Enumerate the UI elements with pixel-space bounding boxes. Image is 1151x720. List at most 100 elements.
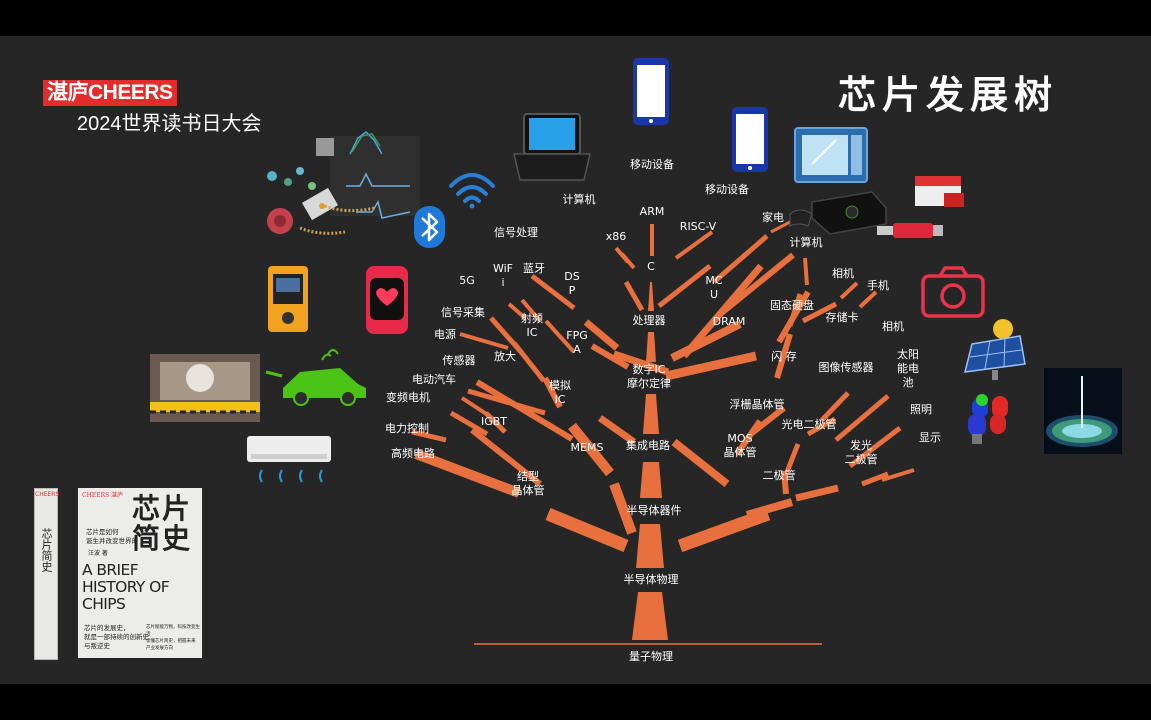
- tree-branch: [781, 470, 789, 495]
- brand: 湛庐CHEERS 2024世界读书日大会: [43, 80, 262, 136]
- brand-logo: 湛庐CHEERS: [43, 80, 177, 106]
- tree-node: 照明: [910, 403, 932, 416]
- tree-branch: [530, 274, 576, 310]
- tree-node: 发光 二极管: [844, 439, 878, 466]
- tree-node: DS P: [564, 270, 580, 297]
- tree-node: 家电: [762, 211, 784, 224]
- tree-node: 电动汽车: [412, 373, 456, 386]
- tree-branch: [484, 411, 507, 434]
- tree-node: 光电二极管: [781, 418, 837, 431]
- tree-node: 数字IC 摩尔定律: [627, 363, 671, 390]
- tree-node: DRAM: [712, 315, 746, 328]
- page-title: 芯片发展树: [838, 73, 1059, 117]
- tree-node: WiF i: [492, 262, 514, 289]
- tree-branch: [674, 230, 714, 260]
- tree-branch: [640, 462, 662, 498]
- camera-icon: [921, 266, 985, 318]
- tree-node: IGBT: [480, 415, 508, 428]
- tree-branch: [677, 507, 771, 553]
- tree-branch: [542, 376, 563, 409]
- smartphone-small-icon: [732, 107, 768, 172]
- tree-branch: [597, 415, 637, 445]
- tree-node: 浮栅晶体管: [729, 398, 785, 411]
- tree-branch: [671, 438, 730, 488]
- tree-branch: [520, 298, 542, 323]
- tree-node: FPG A: [566, 329, 588, 356]
- tree-node: 电源: [434, 328, 456, 341]
- tree-node: 移动设备: [705, 183, 749, 196]
- tree-branch: [712, 234, 769, 284]
- tree-node: 固态硬盘: [770, 299, 814, 312]
- tree-branch: [545, 507, 629, 553]
- book-cover: CHEERS 湛庐 芯片简史 芯片是如何诞生并改变世界的 汪波 著 A BRIE…: [78, 488, 202, 658]
- wafer-icon: [1044, 368, 1122, 454]
- tree-node: 显示: [919, 431, 941, 444]
- electric-car-icon: [265, 349, 366, 406]
- tree-node: 移动设备: [630, 158, 674, 171]
- smartphone-icon: [633, 58, 669, 125]
- tree-node: 处理器: [632, 314, 666, 327]
- tree-node: 存储卡: [825, 311, 859, 324]
- tree-node: ARM: [639, 205, 665, 218]
- tree-node: 半导体物理: [623, 573, 679, 586]
- tree-node: 电力控制: [385, 422, 429, 435]
- book-title: 芯片简史: [132, 492, 193, 555]
- tree-node: 信号处理: [494, 226, 538, 239]
- tree-branch: [803, 257, 809, 286]
- tree-node: 放大: [494, 350, 516, 363]
- tree-branch: [544, 319, 576, 354]
- tree-branch: [657, 264, 712, 308]
- tree-branch: [475, 379, 574, 442]
- solar-panel-icon: [964, 319, 1026, 380]
- tree-branches: [411, 220, 915, 640]
- tree-node: 蓝牙: [523, 262, 545, 275]
- tree-branch: [568, 422, 614, 477]
- tree-branch: [467, 388, 546, 416]
- tree-branch: [623, 280, 645, 312]
- spine-logo: CHEERS: [35, 491, 60, 498]
- tree-node: 结型 晶体管: [511, 470, 545, 497]
- tree-node: 半导体器件: [626, 504, 682, 517]
- tree-branch: [643, 394, 659, 434]
- tree-branch: [449, 410, 489, 437]
- tree-node: 相机: [882, 320, 904, 333]
- tree-branch: [632, 592, 668, 640]
- laptop-icon: [513, 113, 591, 181]
- microwave-icon: [794, 127, 868, 183]
- tree-branch: [489, 316, 524, 355]
- game-console-icon: [789, 191, 887, 235]
- biosensor-diagram-icon: [267, 131, 420, 235]
- car-crash-test-icon: [150, 354, 260, 422]
- tree-node: 相机: [832, 267, 854, 280]
- tree-branch: [459, 332, 509, 350]
- tree-branch: [770, 220, 791, 234]
- tree-node: 量子物理: [629, 650, 673, 663]
- tree-branch: [583, 319, 620, 351]
- defibrillator-icon: [268, 266, 308, 332]
- tree-branch: [590, 343, 630, 370]
- tree-branch: [612, 350, 670, 376]
- tree-node: 传感器: [442, 354, 476, 367]
- book-footer: 芯片的发展史，就是一部持续的创新史与叛逆史: [84, 624, 149, 650]
- tree-branch: [411, 429, 447, 443]
- tree-node: 太阳 能电 池: [897, 348, 919, 389]
- led-icon: [968, 394, 1008, 444]
- tree-node: 信号采集: [441, 306, 485, 319]
- tree-branch: [784, 443, 801, 473]
- tree-branch: [795, 484, 839, 502]
- tree-branch: [820, 391, 850, 422]
- chip-tree: [150, 58, 1122, 645]
- tree-branch: [806, 416, 837, 437]
- tree-node: 计算机: [789, 236, 823, 249]
- tree-node: C: [647, 260, 655, 273]
- tree-node: 手机: [867, 279, 889, 292]
- tree-branch: [646, 332, 656, 362]
- tree-branch: [861, 471, 889, 487]
- tree-node: 射频 IC: [521, 312, 543, 339]
- tree-branch: [858, 290, 878, 309]
- book-author: 汪波 著: [88, 550, 108, 557]
- tree-node: 模拟 IC: [549, 379, 571, 406]
- tree-branch: [460, 396, 490, 417]
- tree-node: 闪 存: [771, 350, 797, 363]
